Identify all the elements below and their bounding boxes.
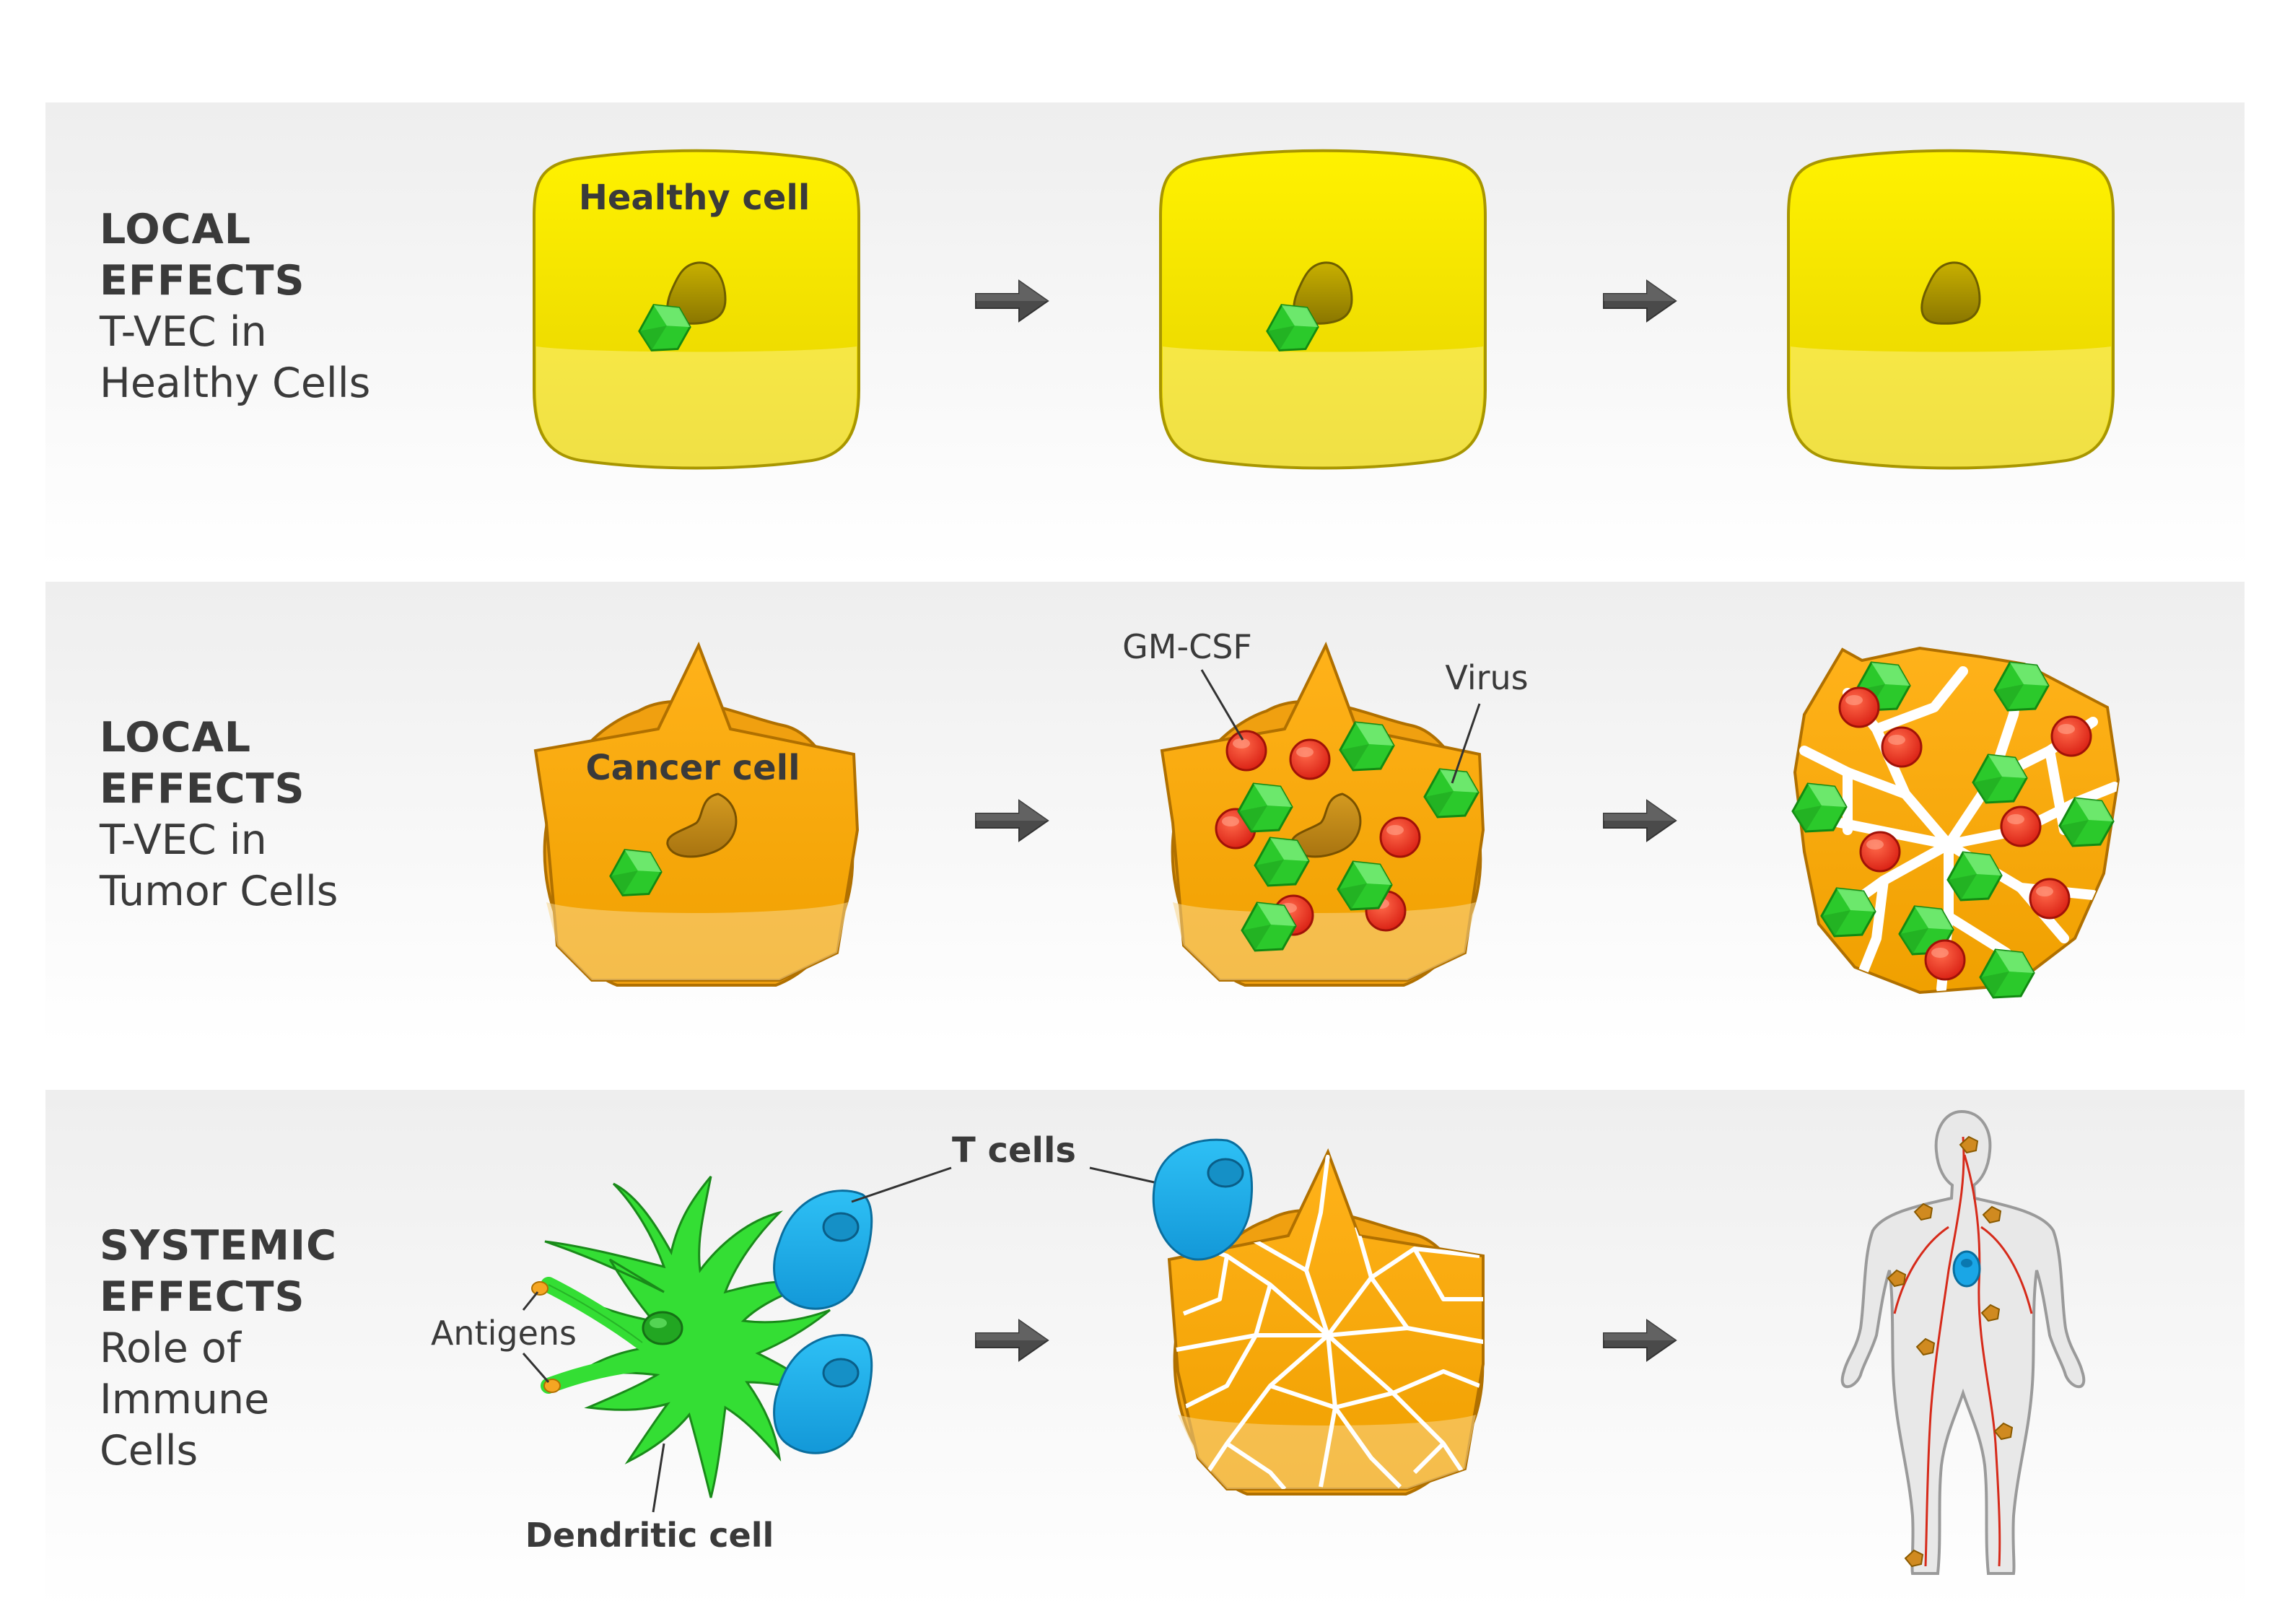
antigens-label: Antigens	[431, 1314, 577, 1353]
t-cell-1	[773, 1189, 873, 1310]
healthy-cell-label: Healthy cell	[579, 178, 810, 218]
row-label-healthy: LOCAL EFFECTS T-VEC in Healthy Cells	[100, 204, 370, 409]
right-arrow-icon	[975, 280, 1049, 322]
row-label-tumor: LOCAL EFFECTS T-VEC in Tumor Cells	[100, 712, 338, 917]
row-sub-line2: Immune	[100, 1376, 270, 1423]
right-arrow-icon	[1603, 800, 1677, 842]
right-arrow-icon	[1603, 280, 1677, 322]
right-arrow-icon	[975, 1319, 1049, 1361]
cancer-cell-label: Cancer cell	[585, 748, 800, 788]
human-body-icon	[1840, 1109, 2086, 1575]
row-sub-line1: Role of	[100, 1324, 241, 1372]
row-sub-line1: T-VEC in	[100, 816, 267, 864]
row-heading-line2: EFFECTS	[100, 1273, 305, 1321]
dendritic-cell	[531, 1176, 831, 1498]
antigens-pointer-2	[522, 1353, 550, 1383]
cancer-cell-2-infected	[1160, 641, 1485, 987]
row-sub-line3: Cells	[100, 1427, 198, 1475]
virus-label: Virus	[1445, 658, 1528, 697]
gm-csf-label: GM-CSF	[1122, 627, 1252, 666]
antigens-pointer-1	[522, 1291, 539, 1311]
t-cells-pointer-2	[1089, 1166, 1161, 1185]
row-heading-line2: EFFECTS	[100, 765, 305, 813]
healthy-cell-3	[1787, 149, 2115, 470]
t-cells-label: T cells	[952, 1130, 1076, 1171]
healthy-cell-2	[1159, 149, 1487, 470]
row-sub-line2: Tumor Cells	[100, 868, 338, 915]
row-heading-line1: LOCAL	[100, 714, 252, 761]
row-sub-line1: T-VEC in	[100, 308, 267, 356]
antigen-2	[543, 1379, 561, 1393]
row-heading-line1: SYSTEMIC	[100, 1222, 337, 1270]
dendritic-cell-pointer	[652, 1443, 665, 1513]
row-label-systemic: SYSTEMIC EFFECTS Role of Immune Cells	[100, 1221, 337, 1477]
cancer-cell-attacked	[1167, 1148, 1485, 1496]
row-heading-line2: EFFECTS	[100, 257, 305, 305]
panel-systemic	[45, 1090, 2245, 1610]
t-cells-pointer-1	[851, 1166, 952, 1203]
t-cell-2	[773, 1334, 873, 1454]
right-arrow-icon	[1603, 1319, 1677, 1361]
virus-pointer	[1451, 703, 1481, 784]
right-arrow-icon	[975, 800, 1049, 842]
antigen-1	[531, 1281, 549, 1296]
row-sub-line2: Healthy Cells	[100, 359, 371, 407]
dendritic-cell-label: Dendritic cell	[525, 1516, 774, 1555]
cancer-cell-3-lysed	[1791, 646, 2120, 999]
cancer-cell-1	[533, 641, 860, 987]
t-cell-attacking	[1152, 1138, 1253, 1261]
row-heading-line1: LOCAL	[100, 206, 252, 253]
gm-csf-pointer	[1200, 669, 1244, 741]
